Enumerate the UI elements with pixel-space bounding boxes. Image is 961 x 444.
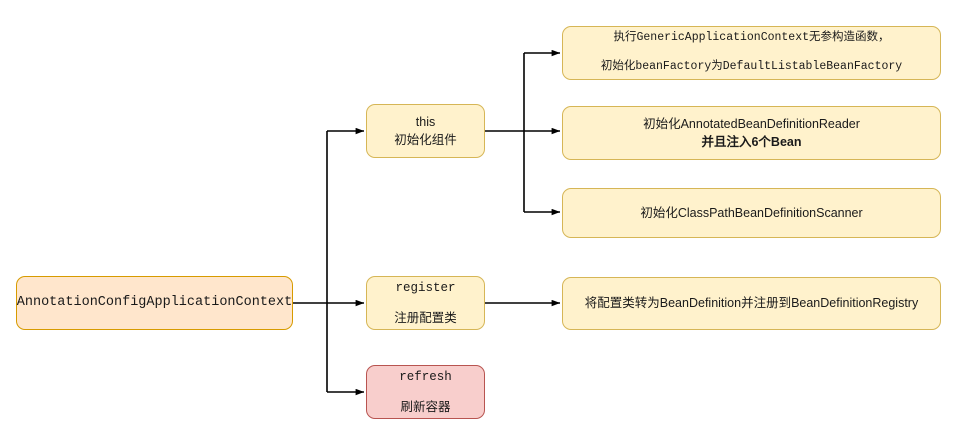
- node-detail-classpath-scanner[interactable]: 初始化ClassPathBeanDefinitionScanner: [562, 188, 941, 238]
- detail-register-registry-line1: 将配置类转为BeanDefinition并注册到BeanDefinitionRe…: [584, 296, 919, 311]
- detail-annotated-reader-line1: 初始化AnnotatedBeanDefinitionReader: [643, 116, 860, 131]
- node-stage-this[interactable]: this 初始化组件: [366, 104, 485, 158]
- stage-refresh-line1: refresh: [399, 369, 452, 384]
- stage-register-line1: register: [395, 280, 456, 295]
- detail-annotated-reader-line2: 并且注入6个Bean: [701, 135, 802, 149]
- stage-refresh-line2: 刷新容器: [400, 400, 451, 414]
- node-stage-refresh[interactable]: refresh 刷新容器: [366, 365, 485, 419]
- node-annotation-config-application-context[interactable]: AnnotationConfigApplicationContext: [16, 276, 293, 330]
- stage-register-line2: 注册配置类: [394, 311, 457, 325]
- node-detail-register-registry[interactable]: 将配置类转为BeanDefinition并注册到BeanDefinitionRe…: [562, 277, 941, 330]
- node-stage-register[interactable]: register 注册配置类: [366, 276, 485, 330]
- node-detail-annotated-reader[interactable]: 初始化AnnotatedBeanDefinitionReader 并且注入6个B…: [562, 106, 941, 160]
- node-detail-generic-context[interactable]: 执行GenericApplicationContext无参构造函数， 初始化be…: [562, 26, 941, 80]
- stage-this-line2: 初始化组件: [394, 133, 457, 147]
- stage-this-line1: this: [415, 114, 436, 129]
- detail-generic-context-line2: 初始化beanFactory为DefaultListableBeanFactor…: [600, 60, 903, 73]
- root-node-label: AnnotationConfigApplicationContext: [16, 295, 293, 311]
- detail-classpath-scanner-line1: 初始化ClassPathBeanDefinitionScanner: [640, 205, 863, 220]
- detail-generic-context-line1: 执行GenericApplicationContext无参构造函数，: [613, 31, 890, 45]
